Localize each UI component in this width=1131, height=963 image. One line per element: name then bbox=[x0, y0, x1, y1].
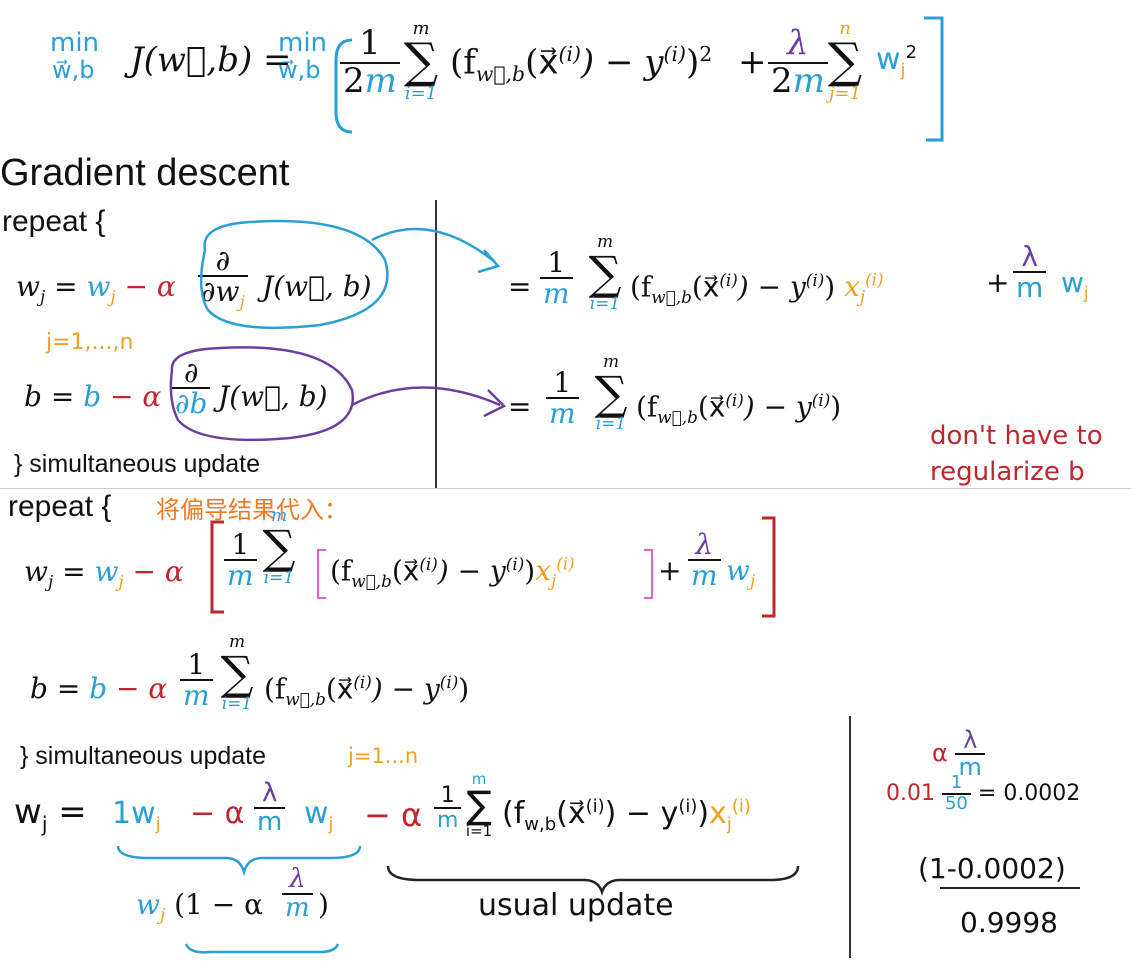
arrow-b bbox=[351, 386, 501, 407]
simultaneous-update-2: } simultaneous update bbox=[20, 742, 267, 770]
note-no-regularize: don't have to regularize b bbox=[930, 421, 1103, 487]
min2-subscript: w⃗,b bbox=[278, 56, 321, 84]
partial-b-frac: ∂∂b bbox=[172, 358, 211, 419]
substituted-panel bbox=[0, 488, 1131, 963]
sum-2: n ∑ j=1 bbox=[827, 18, 863, 104]
loss-term: (fw⃗,b(x⃗(i)) − y(i))2 bbox=[450, 42, 713, 87]
j-range-1: j=1,...,n bbox=[46, 330, 134, 355]
usual-loss-term: (fw,b(x⃗(i)) − y(i))xj(i) bbox=[502, 796, 751, 835]
repeat-open-2: repeat { bbox=[8, 490, 112, 523]
min2-label: min bbox=[278, 28, 328, 58]
b-update-1: b = b − α bbox=[24, 380, 162, 413]
factored-paren-close: ) bbox=[318, 888, 329, 921]
sum-1: m ∑ i=1 bbox=[403, 18, 439, 104]
side-result: 0.9998 bbox=[960, 906, 1058, 939]
wj-update-2: wj = wj − α bbox=[24, 555, 184, 592]
j-range-2: j=1...n bbox=[348, 744, 419, 768]
factored-term: wj (1 − α bbox=[136, 888, 264, 925]
simultaneous-update-1: } simultaneous update bbox=[14, 450, 261, 478]
arrow-wj bbox=[371, 227, 496, 263]
minus-alpha-3b: − α bbox=[364, 796, 423, 834]
sum-3: m ∑ i=1 bbox=[465, 770, 493, 840]
cost-lhs: J(w⃗,b) = bbox=[130, 40, 292, 80]
section-title: Gradient descent bbox=[0, 152, 290, 194]
substitution-note: 将偏导结果代入： bbox=[156, 496, 348, 524]
top-right-bracket bbox=[924, 16, 944, 142]
arrow-b-head bbox=[483, 389, 507, 418]
repeat-open-1: repeat { bbox=[2, 205, 106, 238]
wj-update-1: wj = wj − α bbox=[16, 270, 176, 307]
J-term-2: J(w⃗, b) bbox=[218, 380, 328, 413]
side-paren: (1-0.0002) bbox=[918, 852, 1066, 885]
usual-update-label: usual update bbox=[478, 888, 674, 923]
wj-expanded: wj = bbox=[14, 792, 87, 836]
wj-3: wj bbox=[304, 796, 334, 835]
min-subscript: w⃗,b bbox=[52, 56, 95, 84]
min-label: min bbox=[50, 28, 100, 58]
partial-wj-frac: ∂∂wj bbox=[198, 246, 248, 312]
arrow-wj-head bbox=[477, 249, 501, 274]
plus-sign: + bbox=[738, 42, 767, 82]
b-update-2: b = b − α bbox=[30, 672, 168, 705]
J-term-1: J(w⃗, b) bbox=[262, 270, 372, 303]
one-wj: 1wj bbox=[112, 796, 161, 835]
w-j-squared: wj2 bbox=[876, 42, 918, 81]
minus-alpha-3a: − α bbox=[190, 796, 245, 831]
